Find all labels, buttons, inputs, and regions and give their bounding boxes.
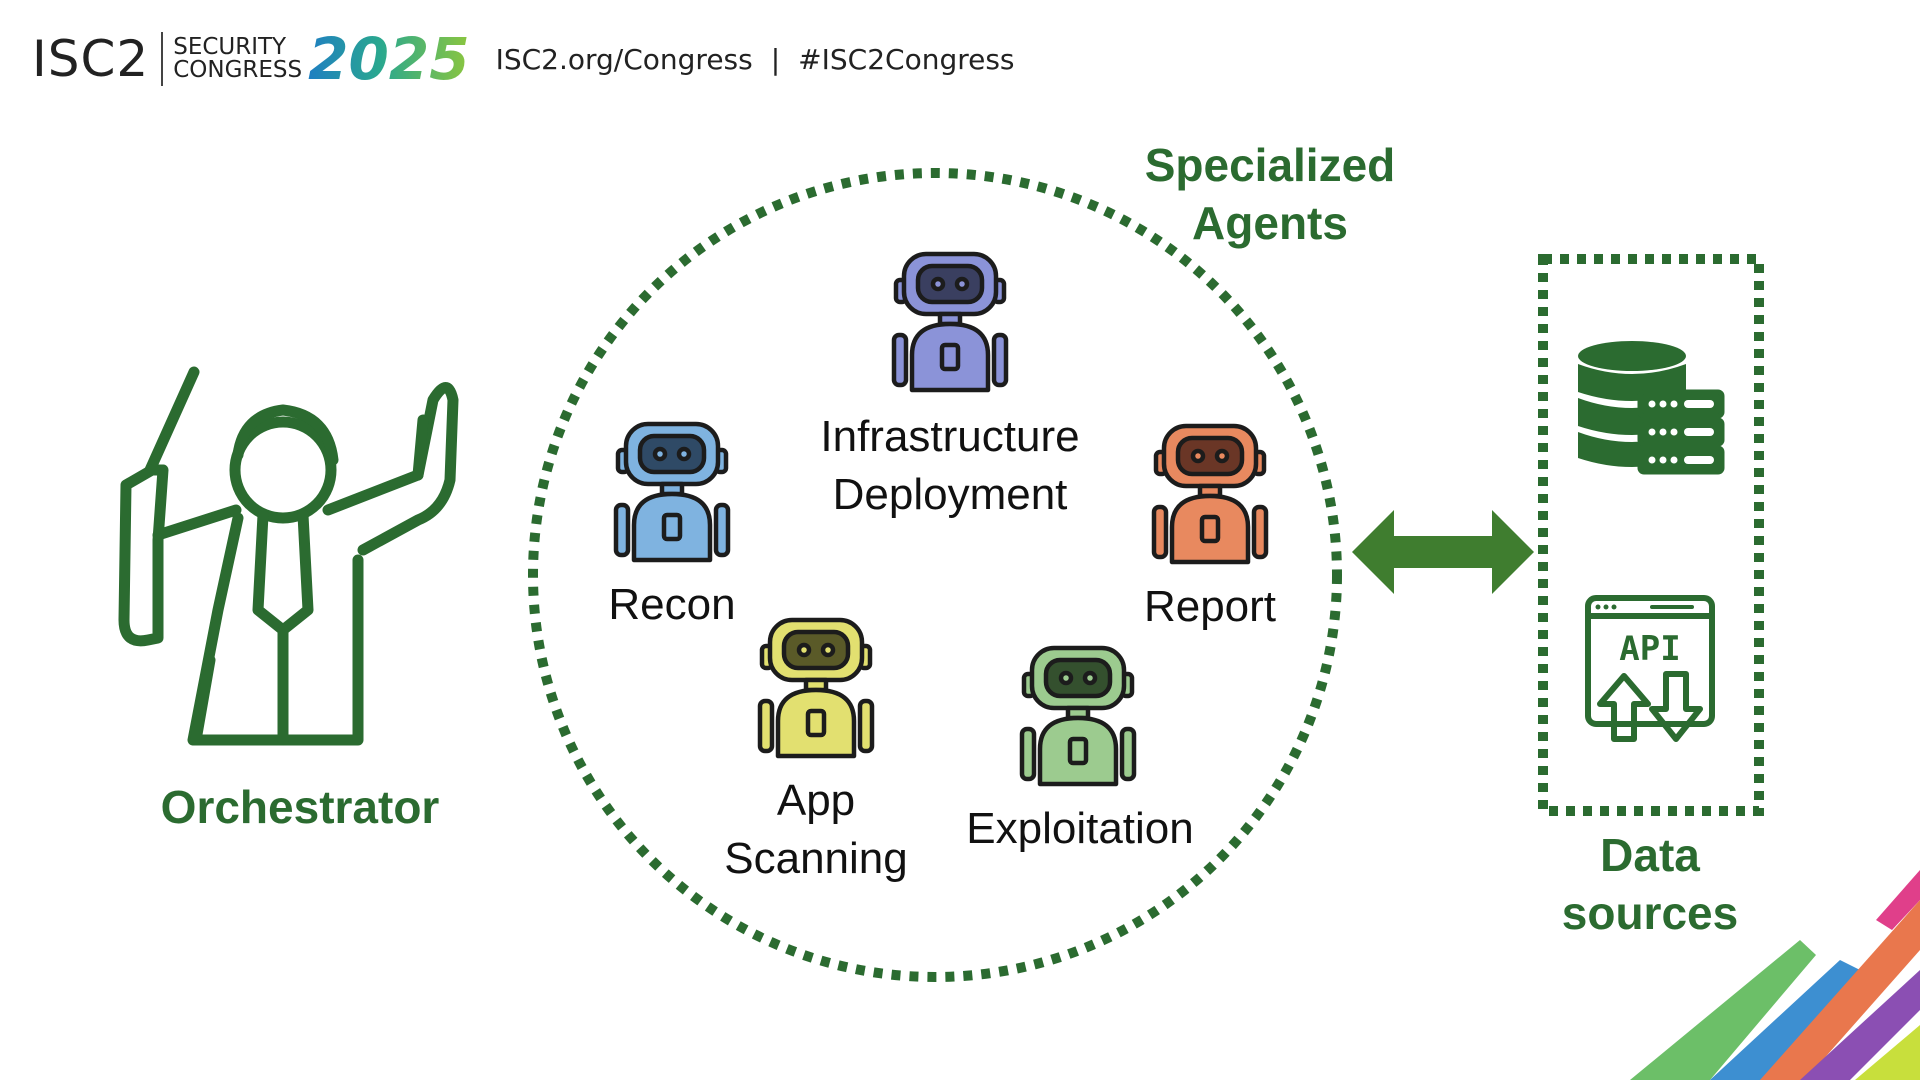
robot-icon-recon [613, 421, 731, 563]
robot-icon-infrastructure [891, 251, 1009, 393]
bidirectional-arrow-icon [1352, 510, 1534, 594]
conductor-icon [118, 366, 459, 746]
data-sources-boundary [1538, 254, 1764, 816]
event-line-1: SECURITY [173, 34, 287, 60]
robot-icon-report [1151, 423, 1269, 565]
decorative-corner-stripes [1630, 870, 1920, 1080]
robot-icon-app-scanning [757, 617, 875, 759]
specialized-agents-label: Specialized Agents [1144, 139, 1396, 249]
infrastructure-deployment-label: Infrastructure Deployment [820, 412, 1080, 519]
api-icon-text: API [1619, 629, 1680, 669]
header-separator: | [770, 42, 781, 76]
event-name: SECURITY CONGRESS [173, 36, 302, 82]
data-sources-label: Data sources [1561, 829, 1739, 939]
congress-hashtag: #ISC2Congress [798, 42, 1015, 76]
recon-label: Recon [608, 580, 736, 629]
header-bar: ISC2 SECURITY CONGRESS 2025 ISC2.org/Con… [32, 28, 1015, 90]
congress-url[interactable]: ISC2.org/Congress [495, 42, 753, 76]
orchestrator-label: Orchestrator [160, 781, 440, 833]
event-line-2: CONGRESS [173, 57, 303, 83]
report-label: Report [1143, 582, 1277, 631]
agents-boundary-circle [528, 168, 1342, 982]
api-icon: API [1585, 595, 1715, 742]
exploitation-label: Exploitation [966, 804, 1194, 853]
header-links: ISC2.org/Congress | #ISC2Congress [496, 43, 1015, 76]
database-icon [1578, 341, 1725, 475]
robot-icon-exploitation [1019, 645, 1137, 787]
isc2-logo: ISC2 [32, 30, 150, 88]
event-year: 2025 [308, 25, 470, 93]
app-scanning-label: App Scanning [724, 776, 908, 883]
logo-divider [161, 32, 164, 86]
